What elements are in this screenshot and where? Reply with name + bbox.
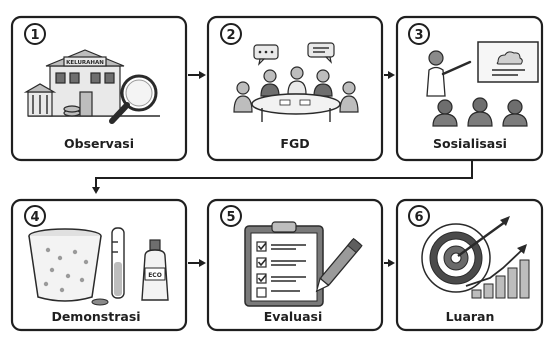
step-2-number-badge [220,23,242,45]
step-2-number: 2 [226,28,235,43]
bottle-label-text: ECO [148,272,162,279]
step-4-label: Demonstrasi [51,309,140,324]
arrow-5-to-6 [384,259,395,267]
presentation-icon [426,41,539,127]
arrow-1-to-2 [188,71,206,79]
step-1-number-badge [24,23,46,45]
target-growth-icon [421,216,530,299]
step-4-number: 4 [30,210,39,225]
step-3-label: Sosialisasi [433,136,507,151]
step-4-number-badge [24,205,46,227]
arrow-4-to-5 [188,259,206,267]
step-2-label: FGD [280,136,309,151]
step-6-number: 6 [414,210,423,225]
step-6-number-badge [408,205,430,227]
arrow-2-to-3 [384,71,395,79]
step-3-number-badge [408,23,430,45]
step-6-card: 6 Luaran [395,198,544,332]
building-sign-text: KELURAHAN [66,60,104,66]
clipboard-checklist-icon [244,221,363,307]
step-3-card: 3 Sosialisasi [395,15,544,162]
step-5-number-badge [220,205,242,227]
building-magnifier-icon: KELURAHAN [23,49,160,124]
step-1-label: Observasi [64,136,134,151]
discussion-group-icon [233,42,359,122]
step-1-number: 1 [30,28,39,43]
step-3-number: 3 [414,28,423,43]
step-2-card: 2 [206,15,384,162]
step-5-label: Evaluasi [264,309,322,324]
step-6-label: Luaran [446,309,495,324]
step-1-card: 1 KELURAHAN [10,15,188,162]
step-4-card: 4 ECO [10,198,188,332]
arrow-3-to-4 [92,161,473,194]
step-5-card: 5 Eva [206,198,384,332]
lab-bucket-icon: ECO [28,227,169,306]
step-5-number: 5 [226,210,235,225]
